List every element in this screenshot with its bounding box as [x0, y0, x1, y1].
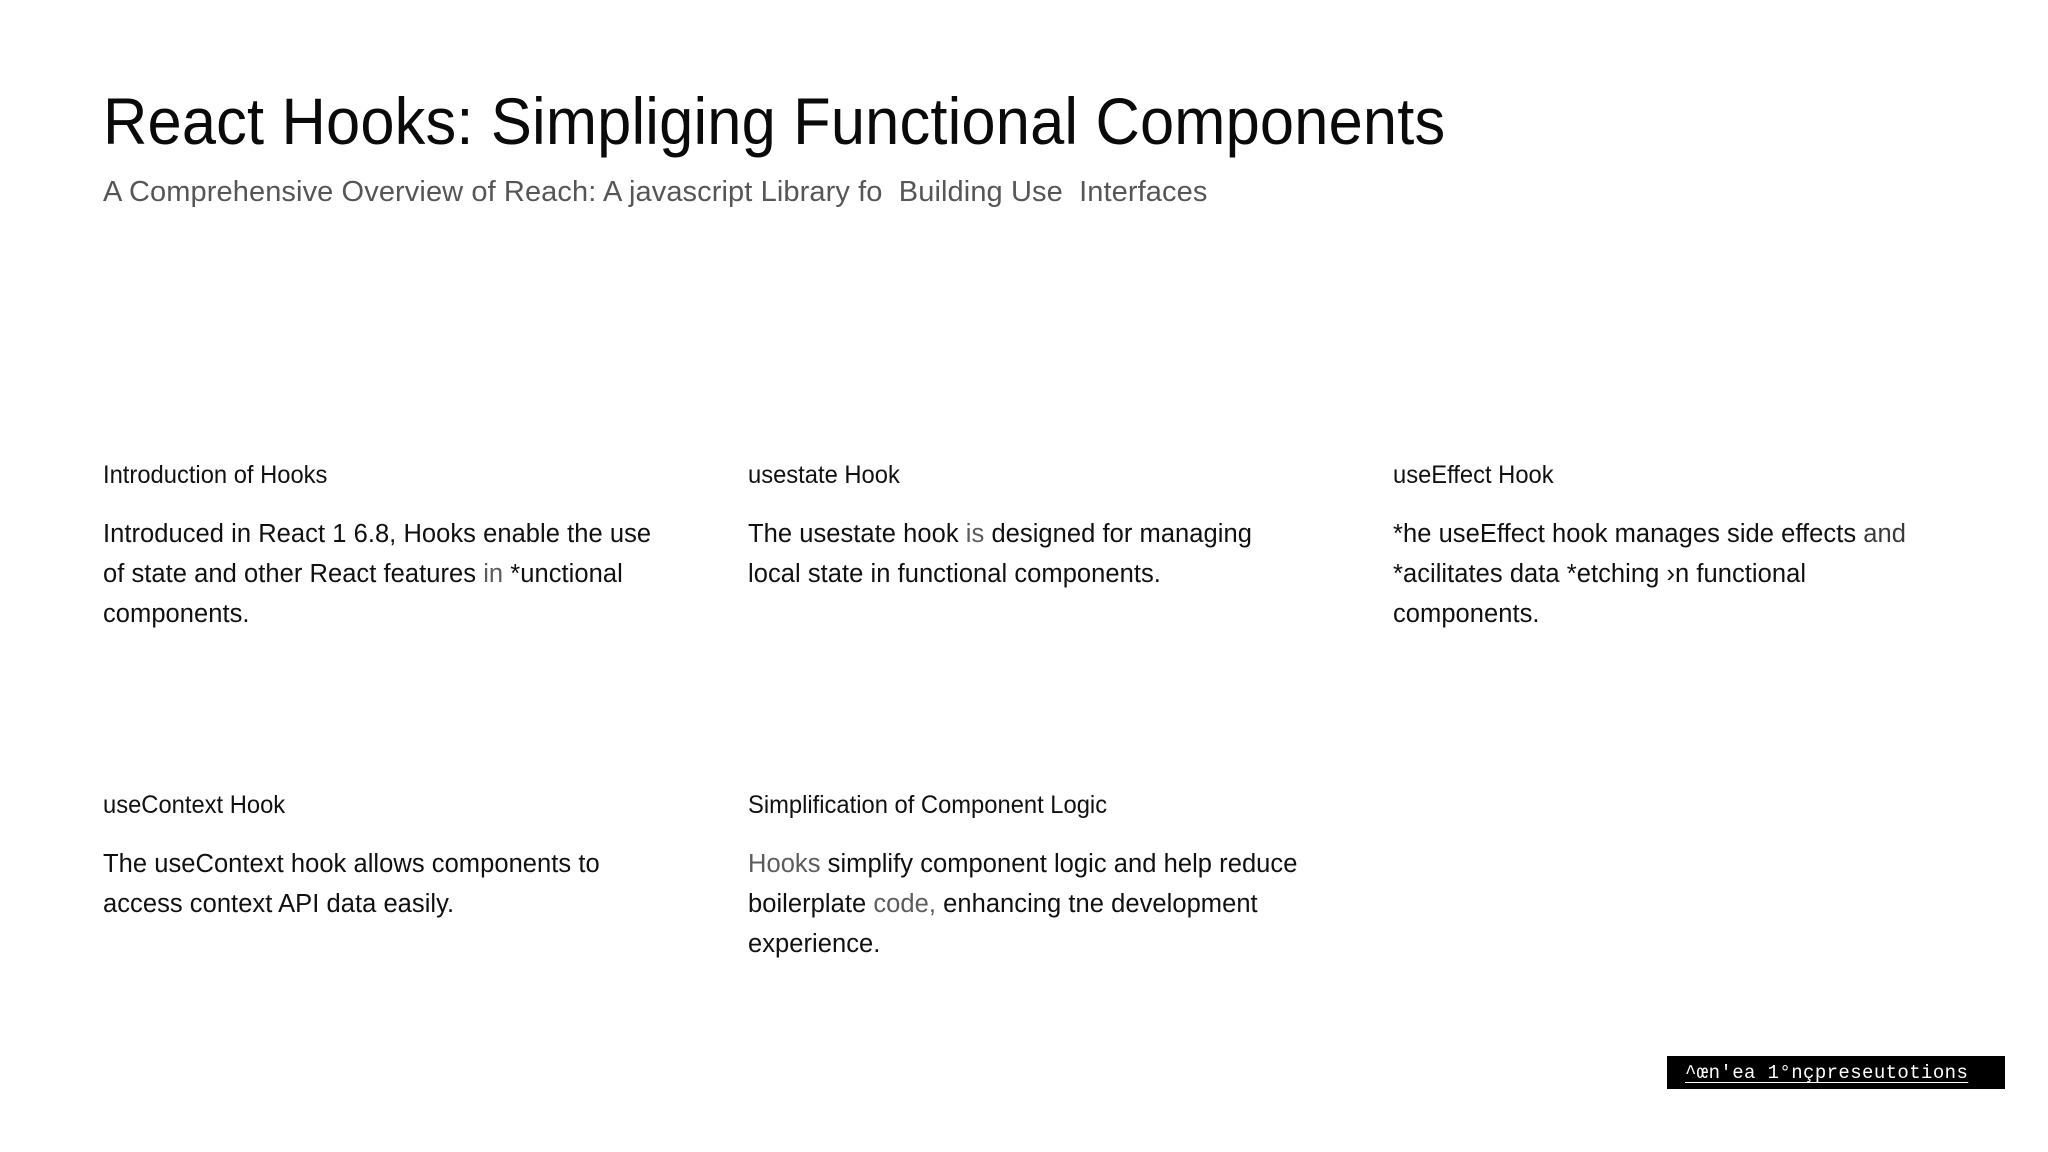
text-run: and: [1863, 519, 1906, 548]
card-usecontext-hook: useContext Hook The useContext hook allo…: [103, 791, 663, 1042]
card-body: Hooks simplify component logic and help …: [748, 844, 1308, 964]
text-run: enhancing tne development experience.: [748, 889, 1258, 958]
text-run: is: [965, 519, 992, 548]
text-run: Hooks: [748, 849, 828, 878]
slide-header: React Hooks: Simpliging Functional Compo…: [103, 88, 1953, 209]
footer-badge: ^œn'ea 1°nçpreseutotions: [1667, 1056, 2005, 1089]
text-run: in: [483, 559, 511, 588]
card-title: Simplification of Component Logic: [748, 791, 1108, 819]
text-run: *acilitates data *etching ›n functional …: [1393, 559, 1807, 628]
page-title: React Hooks: Simpliging Functional Compo…: [103, 84, 1446, 158]
card-grid: Introduction of Hooks Introduced in Reac…: [103, 461, 1963, 1042]
text-run: designed for managing local state in fun…: [748, 519, 1252, 588]
card-body: The usestate hook is designed for managi…: [748, 514, 1308, 594]
card-body: Introduced in React 1 6.8, Hooks enable …: [103, 514, 663, 634]
card-title: usestate Hook: [748, 461, 900, 489]
card-introduction-of-hooks: Introduction of Hooks Introduced in Reac…: [103, 461, 663, 712]
card-usestate-hook: usestate Hook The usestate hook is desig…: [748, 461, 1308, 712]
footer-badge-label: ^œn'ea 1°nçpreseutotions: [1685, 1062, 1969, 1084]
card-title: useEffect Hook: [1393, 461, 1554, 489]
text-run: simplify component logic and help reduce…: [748, 849, 1298, 918]
text-run: Introduced in React 1 6.8, Hooks enable …: [103, 519, 652, 588]
text-run: *unctional components.: [103, 559, 623, 628]
text-run: The usestate hook: [748, 519, 966, 548]
card-useeffect-hook: useEffect Hook *he useEffect hook manage…: [1393, 461, 1953, 712]
text-run: *he useEffect hook manages side effects: [1393, 519, 1864, 548]
text-run: code,: [873, 889, 944, 918]
text-run: The useContext hook allows components to…: [103, 849, 600, 918]
card-title: Introduction of Hooks: [103, 461, 328, 489]
card-title: useContext Hook: [103, 791, 286, 819]
card-simplification-of-component-logic: Simplification of Component Logic Hooks …: [748, 791, 1308, 1042]
page-subtitle: A Comprehensive Overview of Reach: A jav…: [103, 176, 1208, 208]
card-body: *he useEffect hook manages side effects …: [1393, 514, 1953, 634]
card-body: The useContext hook allows components to…: [103, 844, 663, 924]
